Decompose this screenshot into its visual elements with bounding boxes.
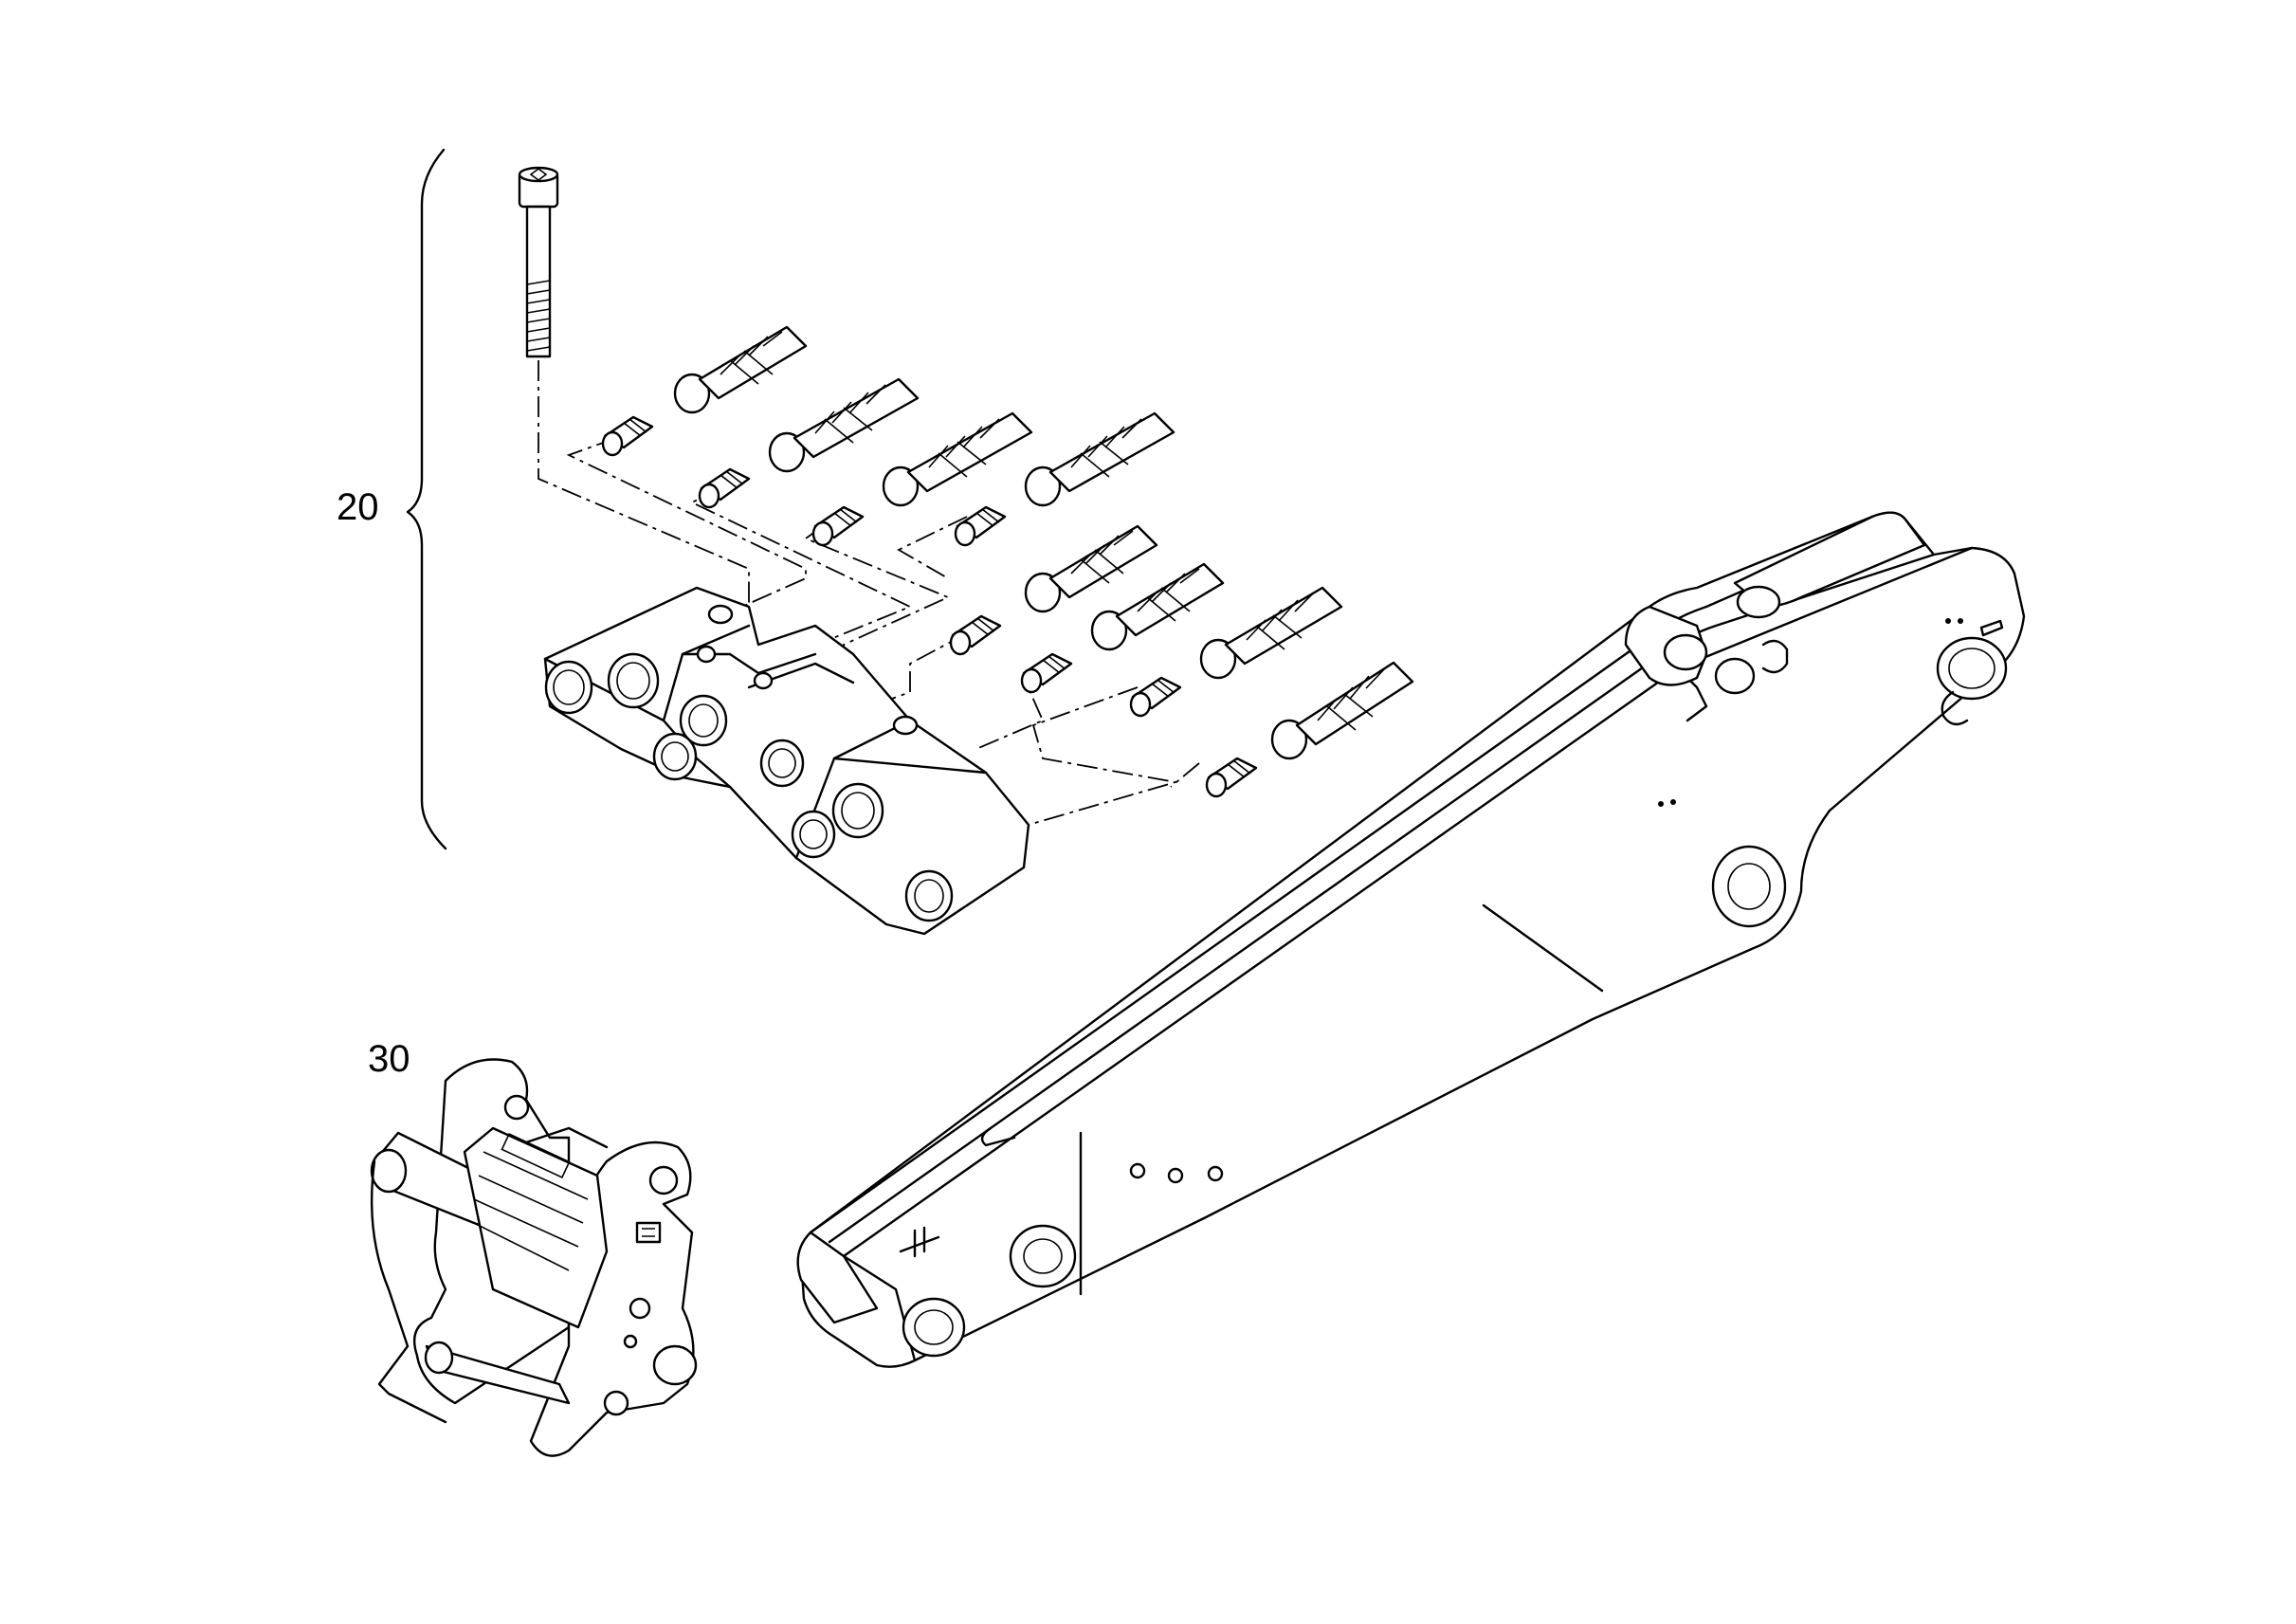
cap-screw-bolt[interactable]: [518, 166, 559, 358]
brace-20: [406, 148, 447, 850]
manifold-block[interactable]: [543, 586, 1030, 936]
callout-30[interactable]: 30: [368, 1038, 410, 1080]
callout-20[interactable]: 20: [337, 486, 379, 528]
hose-fittings[interactable]: [601, 325, 1414, 798]
excavator-arm[interactable]: [796, 511, 2026, 1368]
quick-coupler[interactable]: [370, 1058, 698, 1457]
